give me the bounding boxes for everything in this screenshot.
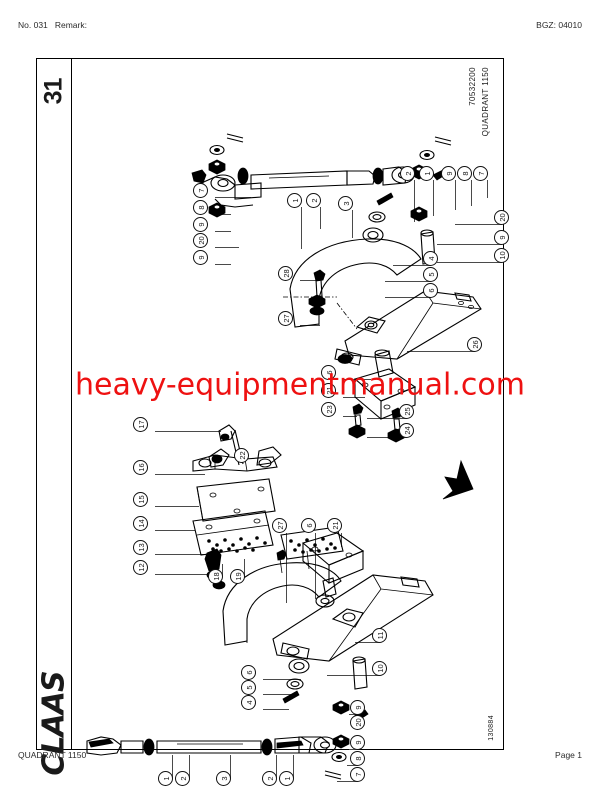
callout-9[interactable]: 9	[192, 249, 208, 265]
footer-page: Page 1	[555, 750, 582, 760]
lower-seal-group	[282, 658, 310, 704]
callout-7[interactable]: 7	[192, 182, 208, 198]
callout-20[interactable]: 20	[192, 232, 208, 248]
callout-18[interactable]: 18	[207, 568, 223, 584]
callout-15[interactable]: 15	[132, 491, 148, 507]
callout-28[interactable]: 28	[277, 265, 293, 281]
top-left-fastener-group	[208, 133, 244, 218]
watermark: heavy-equipmentmanual.com	[75, 367, 525, 403]
callout-9[interactable]: 9	[349, 734, 365, 750]
callout-1[interactable]: 1	[278, 770, 294, 786]
callout-2[interactable]: 2	[261, 770, 277, 786]
callout-9[interactable]: 9	[349, 699, 365, 715]
callout-26[interactable]: 26	[466, 336, 482, 352]
callout-2[interactable]: 2	[174, 770, 190, 786]
top-draft-link	[191, 166, 415, 208]
callout-2[interactable]: 2	[399, 165, 415, 181]
callout-17[interactable]: 17	[132, 416, 148, 432]
callout-9[interactable]: 9	[440, 165, 456, 181]
callout-21[interactable]: 21	[326, 517, 342, 533]
callout-5[interactable]: 5	[240, 679, 256, 695]
callout-19[interactable]: 19	[229, 568, 245, 584]
lower-bracket-plate	[301, 532, 365, 608]
callout-8[interactable]: 8	[456, 165, 472, 181]
callout-7[interactable]: 7	[349, 766, 365, 782]
callout-6[interactable]: 6	[240, 664, 256, 680]
callout-5[interactable]: 5	[422, 266, 438, 282]
callout-8[interactable]: 8	[192, 199, 208, 215]
exploded-assembly-drawing	[37, 59, 503, 780]
callout-12[interactable]: 12	[132, 559, 148, 575]
callout-4[interactable]: 4	[240, 694, 256, 710]
callout-25[interactable]: 25	[398, 403, 414, 419]
callout-24[interactable]: 24	[398, 422, 414, 438]
callout-2[interactable]: 2	[305, 192, 321, 208]
callout-8[interactable]: 8	[349, 750, 365, 766]
upper-main-beam	[334, 290, 482, 366]
page-footer: QUADRANT 1150 Page 1	[0, 750, 600, 764]
callout-4[interactable]: 4	[422, 250, 438, 266]
callout-1[interactable]: 1	[157, 770, 173, 786]
callout-7[interactable]: 7	[472, 165, 488, 181]
frame-left-column: 31 CLAAS	[37, 59, 72, 776]
callout-27[interactable]: 27	[271, 517, 287, 533]
callout-20[interactable]: 20	[493, 209, 509, 225]
callout-1[interactable]: 1	[418, 165, 434, 181]
upper-guard-shield	[283, 238, 422, 328]
direction-arrow	[442, 459, 474, 500]
drawing-frame: 31 CLAAS 70532200 QUADRANT 1150 130884	[36, 58, 509, 786]
callout-10[interactable]: 10	[371, 660, 387, 676]
callout-10[interactable]: 10	[493, 247, 509, 263]
page-header: No. 031 Remark: BGZ: 04010	[0, 20, 600, 34]
callout-27[interactable]: 27	[277, 310, 293, 326]
callout-1[interactable]: 1	[286, 192, 302, 208]
callout-14[interactable]: 14	[132, 515, 148, 531]
callout-9[interactable]: 9	[493, 229, 509, 245]
callout-9[interactable]: 9	[192, 216, 208, 232]
callout-23[interactable]: 23	[320, 401, 336, 417]
callout-3[interactable]: 3	[215, 770, 231, 786]
callout-3[interactable]: 3	[337, 195, 353, 211]
callout-6[interactable]: 6	[422, 282, 438, 298]
callout-6[interactable]: 6	[300, 517, 316, 533]
callout-22[interactable]: 22	[233, 447, 249, 463]
guard-bolt-group	[308, 269, 326, 316]
top-right-fastener-group	[410, 136, 452, 265]
header-remark: No. 031 Remark:	[18, 20, 87, 30]
lower-main-beam	[272, 574, 434, 690]
seal-ring-group	[362, 192, 394, 243]
callout-13[interactable]: 13	[132, 539, 148, 555]
callout-16[interactable]: 16	[132, 459, 148, 475]
footer-model: QUADRANT 1150	[18, 750, 87, 760]
callout-20[interactable]: 20	[349, 714, 365, 730]
bottom-draft-link	[86, 736, 337, 756]
header-bgz: BGZ: 04010	[536, 20, 582, 30]
callout-11[interactable]: 11	[371, 627, 387, 643]
